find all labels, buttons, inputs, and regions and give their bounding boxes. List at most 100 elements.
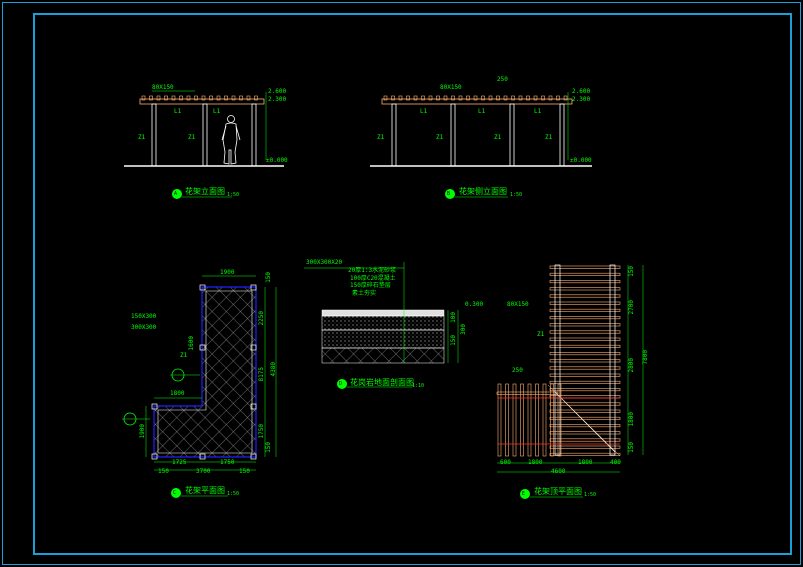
roof-dim-right-total: 7800: [642, 350, 649, 365]
rafter: [496, 95, 500, 101]
plan-title: 花架平面图: [185, 486, 225, 495]
rafter: [391, 95, 395, 101]
lower-joist: [557, 383, 562, 457]
roof-dim-bottom-b: 1800: [528, 459, 543, 466]
side-level-beam: 2.300: [572, 96, 591, 103]
joist: [549, 344, 621, 348]
section-layer-3: 100厚C20混凝土: [350, 275, 396, 282]
rafter: [156, 95, 161, 101]
lower-joist: [520, 383, 524, 457]
rafter: [398, 95, 403, 101]
plan-column-label: Z1: [180, 352, 188, 359]
roof-dim-right-a: 150: [628, 266, 635, 277]
joist: [549, 323, 621, 327]
rafter: [526, 95, 530, 101]
section-scale: 1:10: [412, 383, 425, 389]
plan-dim-right-total: 4380: [270, 362, 277, 377]
rafter: [503, 95, 508, 101]
front-elevation: [124, 90, 284, 199]
front-beam-label: 80X150: [152, 84, 174, 91]
rafter: [224, 95, 228, 101]
side-elevation-title: 花架侧立面图: [459, 187, 507, 196]
floor-plan: [122, 275, 277, 498]
plan-dim-right-b: 2250: [258, 311, 265, 326]
roof-plan: [496, 264, 644, 499]
joist: [549, 294, 621, 298]
section-dim-level: 0.300: [465, 301, 484, 308]
plan-dim-top: 1900: [220, 269, 235, 276]
plan-dim-right-e: 150: [265, 442, 272, 453]
plan-dim-right-c: 8175: [258, 367, 265, 382]
roof-dim-mid: 250: [512, 367, 523, 374]
lower-joist: [542, 383, 547, 457]
plan-dim-bottom-b: 1750: [220, 459, 235, 466]
lower-joist: [535, 383, 539, 457]
joist: [549, 272, 621, 276]
joist: [549, 352, 621, 356]
side-beam-tag: L1: [420, 108, 428, 115]
front-elevation-title: 花架立面图: [185, 187, 225, 196]
rafter: [533, 95, 538, 101]
roof-dim-bottom-a: 600: [500, 459, 511, 466]
rafter-series: [383, 95, 568, 101]
rafter: [421, 95, 425, 101]
plan-note-a: 150X300: [131, 313, 157, 320]
front-column-label-2: Z1: [188, 134, 196, 141]
roof-dim-bottom-d: 400: [610, 459, 621, 466]
lower-joist: [497, 383, 502, 457]
section-layer-5: 素土夯实: [352, 290, 377, 297]
front-elevation-scale: 1:50: [227, 192, 240, 198]
rafter: [473, 95, 478, 101]
joist: [549, 452, 621, 456]
rafter: [201, 95, 206, 101]
section-layer-1: 300X300X20: [306, 259, 343, 266]
plan-dim-bottom-e: 150: [239, 468, 250, 475]
side-column-label-4: Z1: [545, 134, 553, 141]
joist: [549, 424, 621, 428]
rafter: [194, 95, 198, 101]
side-beam-tag-3: L1: [534, 108, 542, 115]
side-column-label: Z1: [377, 134, 385, 141]
joist: [549, 359, 621, 363]
joist-series: [496, 265, 621, 457]
rafter: [541, 95, 545, 101]
joist: [549, 316, 621, 320]
joist: [549, 265, 621, 269]
plan-dim-right-a: 150: [265, 272, 272, 283]
plan-dim-left-b: 1900: [139, 424, 146, 439]
rafter: [458, 95, 463, 101]
rafter: [436, 95, 440, 101]
rafter: [246, 95, 251, 101]
joist: [549, 409, 621, 413]
roof-beam-label: 80X150: [507, 301, 529, 308]
plan-dim-left-a: 1600: [188, 336, 195, 351]
rafter: [413, 95, 418, 101]
joist: [549, 445, 621, 449]
plan-note-b: 300X300: [131, 324, 157, 331]
joist: [549, 330, 621, 334]
roof-dim-right-c: 2800: [628, 358, 635, 373]
rafter: [254, 95, 258, 101]
rafter: [209, 95, 213, 101]
side-beam-tag-2: L1: [478, 108, 486, 115]
front-level-beam: 2.300: [268, 96, 287, 103]
front-level-ground: ±0.000: [266, 157, 288, 164]
paving-section: [304, 262, 459, 389]
rafter: [164, 95, 168, 101]
roof-plan-badge: E: [522, 491, 526, 497]
side-dim-top: 250: [497, 76, 508, 83]
rafter: [466, 95, 470, 101]
plan-dim-bottom-d: 3700: [196, 468, 211, 475]
rafter: [518, 95, 523, 101]
side-level-ground: ±0.000: [570, 157, 592, 164]
front-beam-tag: L1: [174, 108, 182, 115]
plan-dim-mid: 1800: [170, 390, 185, 397]
lower-joist: [512, 383, 517, 457]
joist: [549, 388, 621, 392]
section-layer-4: 150厚碎石垫层: [350, 282, 391, 289]
rafter: [231, 95, 236, 101]
rafter: [141, 95, 146, 101]
lower-joist: [550, 383, 554, 457]
